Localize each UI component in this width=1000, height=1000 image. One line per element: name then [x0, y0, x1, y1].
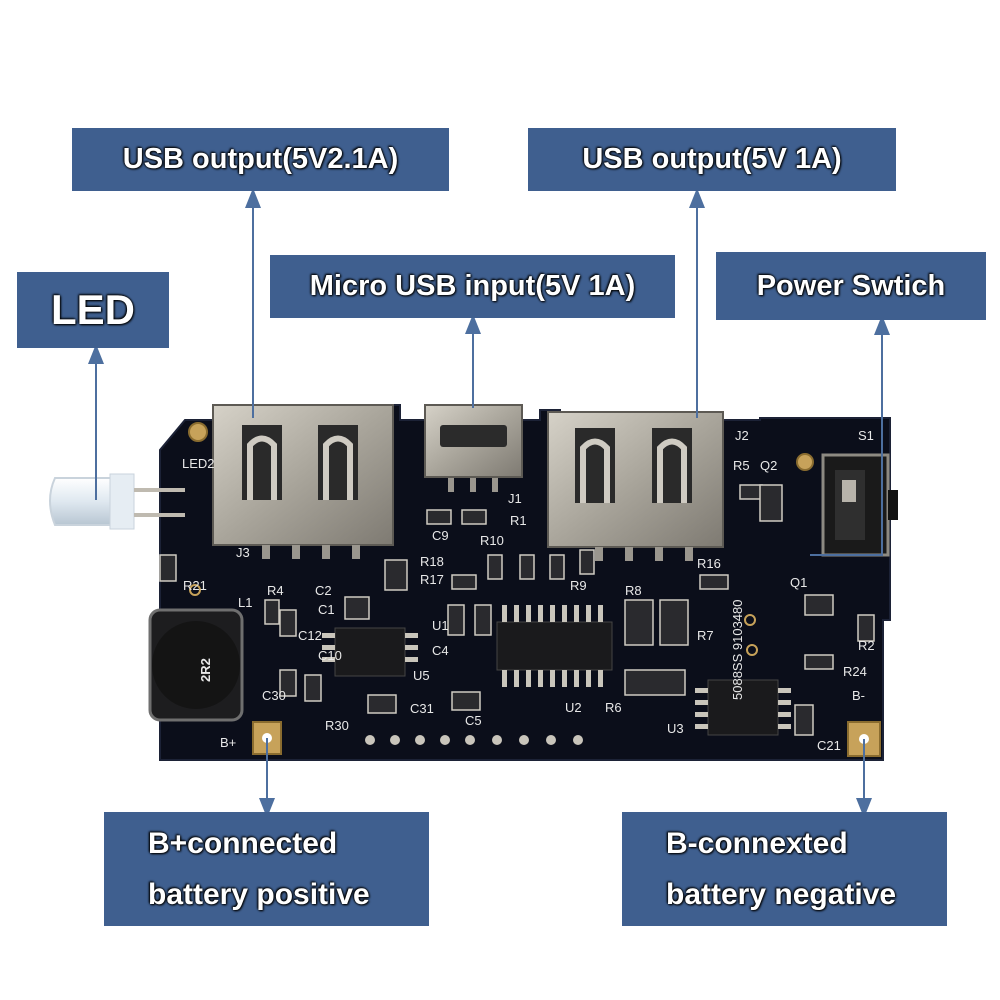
svg-text:R7: R7: [697, 628, 714, 643]
svg-text:U2: U2: [565, 700, 582, 715]
usb-output-1a-label: USB output(5V 1A): [528, 128, 896, 191]
svg-text:C9: C9: [432, 528, 449, 543]
svg-text:U3: U3: [667, 721, 684, 736]
svg-text:R5: R5: [733, 458, 750, 473]
micro-usb-port: [424, 404, 523, 492]
mount-hole: [744, 614, 756, 626]
usb-output-2a-label: USB output(5V2.1A): [72, 128, 449, 191]
svg-text:R21: R21: [183, 578, 207, 593]
svg-text:R2: R2: [858, 638, 875, 653]
svg-text:R16: R16: [697, 556, 721, 571]
svg-text:U5: U5: [413, 668, 430, 683]
ic-u3-marking: 5088SS 9103480: [730, 600, 745, 700]
micro-usb-input-label: Micro USB input(5V 1A): [270, 255, 675, 318]
svg-text:L1: L1: [238, 595, 252, 610]
svg-text:C10: C10: [318, 648, 342, 663]
pin-header: [365, 735, 583, 745]
svg-text:R30: R30: [325, 718, 349, 733]
svg-text:C5: C5: [465, 713, 482, 728]
svg-text:J2: J2: [735, 428, 749, 443]
svg-text:J1: J1: [508, 491, 522, 506]
mount-hole: [746, 644, 758, 656]
b-minus-label: B-connexted battery negative: [622, 812, 947, 926]
svg-text:U1: U1: [432, 618, 449, 633]
usb-a-port-left: [212, 404, 394, 559]
b-minus-label-line2: battery negative: [666, 877, 897, 911]
svg-text:R8: R8: [625, 583, 642, 598]
b-plus-label: B+connected battery positive: [104, 812, 429, 926]
svg-text:C1: C1: [318, 602, 335, 617]
silk-refs: LED2 J3 J1 J2 S1 Q2 R5 Q1 R1 R10 C9 R18 …: [182, 428, 875, 753]
ic-u2: [496, 605, 613, 687]
svg-text:R10: R10: [480, 533, 504, 548]
b-minus-silk: B-: [852, 688, 865, 703]
smd-components: [159, 484, 875, 736]
ic-u3: [695, 679, 791, 736]
callout-arrows: [88, 188, 890, 818]
svg-text:C30: C30: [262, 688, 286, 703]
b-plus-label-line2: battery positive: [148, 877, 370, 911]
power-switch-label: Power Swtich: [716, 252, 986, 320]
svg-text:LED2: LED2: [182, 456, 215, 471]
ic-u5: [322, 627, 418, 677]
svg-text:R24: R24: [843, 664, 867, 679]
b-plus-label-line1: B+connected: [148, 826, 338, 860]
svg-text:C4: C4: [432, 643, 449, 658]
svg-text:C31: C31: [410, 701, 434, 716]
inductor-marking: 2R2: [198, 658, 213, 682]
power-switch: [821, 453, 898, 557]
svg-text:J3: J3: [236, 545, 250, 560]
svg-text:Q2: Q2: [760, 458, 777, 473]
inductor: 2R2: [148, 608, 244, 722]
svg-text:R4: R4: [267, 583, 284, 598]
led-component: [49, 473, 185, 530]
svg-text:S1: S1: [858, 428, 874, 443]
mount-hole: [188, 422, 208, 442]
usb-a-port-right: [547, 411, 724, 561]
svg-text:R1: R1: [510, 513, 527, 528]
svg-text:R18: R18: [420, 554, 444, 569]
mount-hole: [796, 453, 814, 471]
b-plus-silk: B+: [220, 735, 236, 750]
svg-text:R6: R6: [605, 700, 622, 715]
b-minus-label-line1: B-connexted: [666, 826, 848, 860]
svg-text:R9: R9: [570, 578, 587, 593]
svg-text:Q1: Q1: [790, 575, 807, 590]
led-label: LED: [17, 272, 169, 348]
svg-text:C12: C12: [298, 628, 322, 643]
mount-hole: [189, 584, 201, 596]
svg-text:C2: C2: [315, 583, 332, 598]
svg-text:R17: R17: [420, 572, 444, 587]
svg-text:C21: C21: [817, 738, 841, 753]
